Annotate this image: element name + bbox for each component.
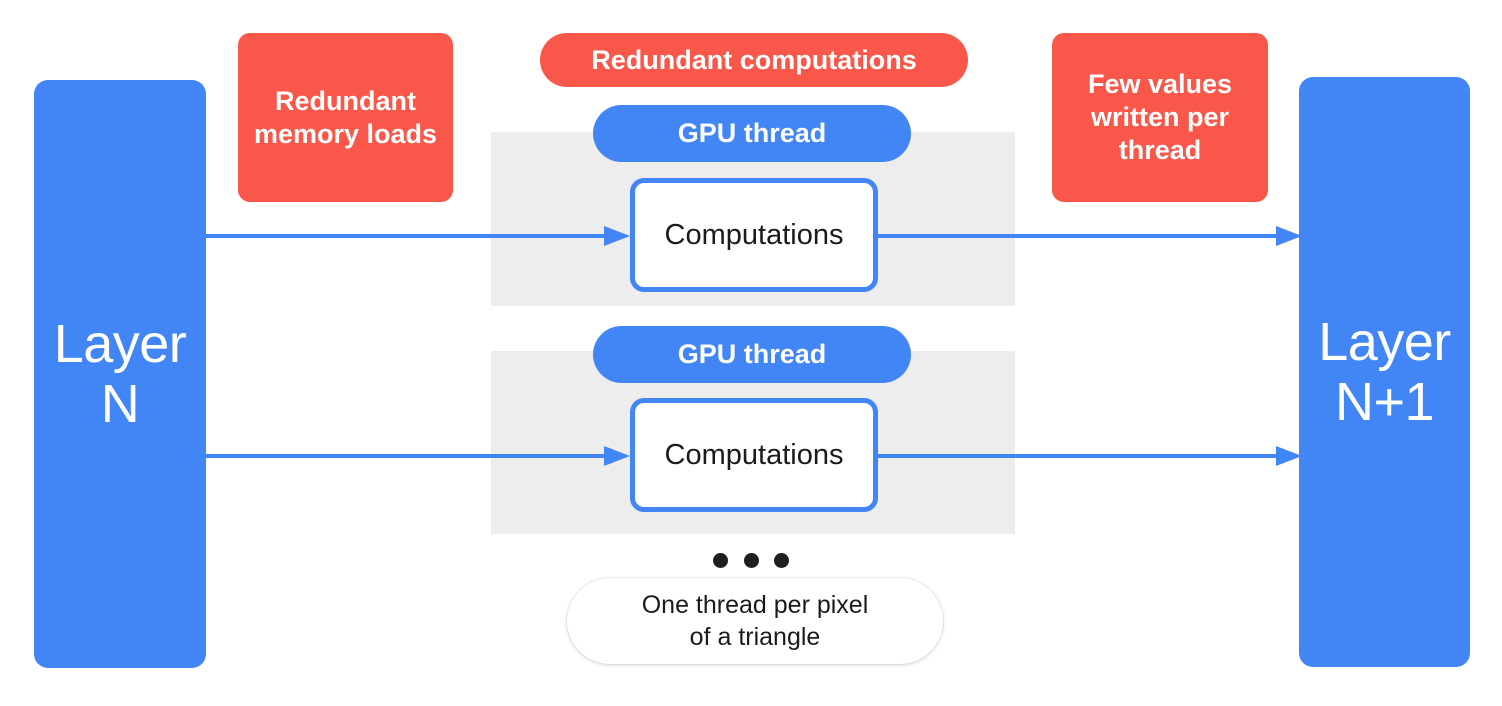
layer-n-plus-1-block: Layer N+1 [1299, 77, 1470, 667]
badge-few-values-written-per-thread-label: Few values written per thread [1087, 69, 1233, 165]
ellipsis-dot-2 [743, 552, 759, 568]
layer-n-label-line1: Layer [53, 313, 187, 374]
badge-few-values-written-per-thread: Few values written per thread [1052, 33, 1268, 202]
gpu-thread-pill-2: GPU thread [593, 326, 911, 383]
badge-redundant-memory-loads-label: Redundant memory loads [253, 85, 438, 149]
badge-redundant-memory-loads: Redundant memory loads [238, 33, 453, 202]
ellipsis-dot-3 [774, 552, 789, 568]
ellipsis-dot-1 [713, 552, 728, 568]
gpu-thread-pill-1-label: GPU thread [677, 118, 827, 148]
gpu-thread-pill-2-label: GPU thread [677, 339, 827, 369]
layer-n-plus-1-label-line2: N+1 [1334, 372, 1435, 432]
ellipsis-dots-icon [713, 550, 789, 570]
computations-box-1-label: Computations [664, 218, 844, 251]
caption-one-thread-per-pixel: One thread per pixel of a triangle [567, 578, 943, 664]
caption-line-1: One thread per pixel [641, 591, 869, 619]
badge-redundant-computations: Redundant computations [540, 33, 968, 87]
layer-n-plus-1-label: Layer N+1 [1318, 312, 1451, 433]
layer-n-block: Layer N [34, 80, 206, 668]
gpu-thread-pill-1: GPU thread [593, 105, 911, 162]
layer-n-plus-1-label-line1: Layer [1318, 311, 1451, 372]
layer-n-label: Layer N [54, 314, 187, 435]
caption-text: One thread per pixel of a triangle [642, 589, 869, 653]
computations-box-2: Computations [630, 398, 878, 512]
computations-box-2-label: Computations [664, 438, 844, 471]
badge-redundant-computations-label: Redundant computations [591, 44, 917, 75]
layer-n-label-line2: N [100, 374, 140, 434]
computations-box-1: Computations [630, 178, 878, 292]
caption-line-2: of a triangle [689, 623, 821, 651]
